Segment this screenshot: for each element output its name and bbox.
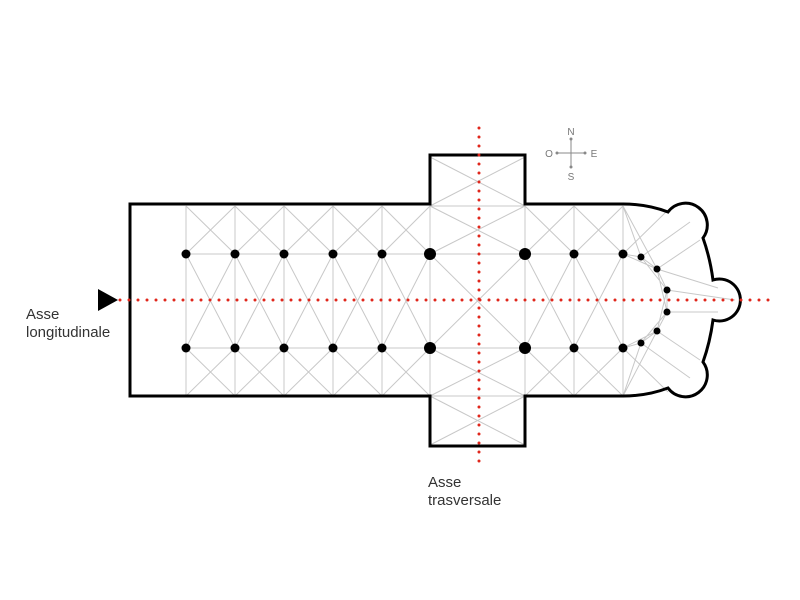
compass-west: O [545,149,553,160]
transverse-axis-label-line2: trasversale [428,492,502,509]
pillar [328,249,338,259]
pillar-crossing [424,248,436,260]
compass-north: N [567,127,574,138]
pillar-crossing [424,342,436,354]
vault-ribs [185,156,736,446]
apse-pillar [637,253,645,261]
pillar [377,249,387,259]
pillar [230,343,240,353]
pillar-crossing [519,342,531,354]
pillar [569,343,579,353]
pillar [569,249,579,259]
triangle-right-icon [98,289,118,311]
apse-pillar [663,286,671,294]
building-outline [128,153,742,448]
pillars [181,248,671,354]
pillar-crossing [519,248,531,260]
longitudinal-axis-label-line1: Asse [26,306,60,323]
longitudinal-axis-label-line2: longitudinale [26,324,111,341]
transverse-axis-label-line1: Asse [428,474,462,491]
transverse-axis-label: Asse trasversale [428,474,501,510]
compass-rose: N S O E [545,127,598,183]
apse-pillar [653,327,661,335]
apse-pillar [663,308,671,316]
pillar [181,343,191,353]
pillar [618,343,628,353]
apse-pillar [653,265,661,273]
compass-south: S [568,172,575,183]
pillar [328,343,338,353]
pillar [279,249,289,259]
longitudinal-axis-label: Asse longitudinale [26,306,110,342]
pillar [377,343,387,353]
pillar [181,249,191,259]
apse-pillar [637,339,645,347]
pillar [279,343,289,353]
pillar [618,249,628,259]
pillar [230,249,240,259]
compass-east: E [591,149,598,160]
